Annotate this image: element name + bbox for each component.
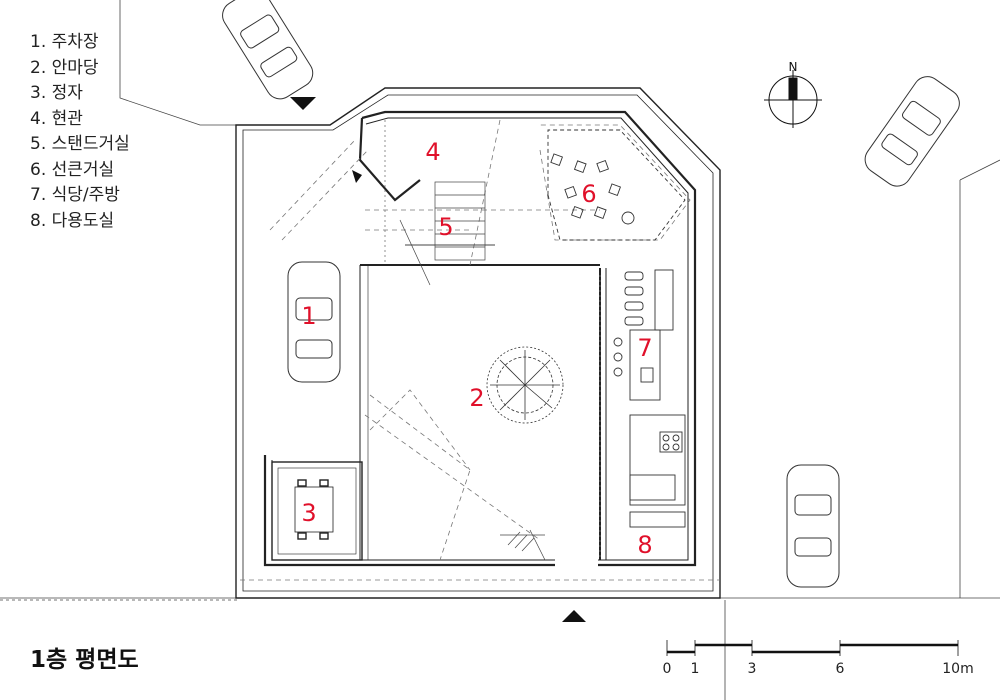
site-boundary-east — [959, 159, 1000, 181]
kitchen-dining — [613, 269, 686, 528]
room-number-1: 1 — [301, 302, 317, 330]
scale-tick-label: 3 — [747, 661, 757, 677]
legend-item: 4. 현관 — [30, 108, 83, 129]
parked-car — [287, 261, 341, 383]
scale-tick-label: 0 — [662, 661, 672, 677]
legend-item: 2. 안마당 — [30, 57, 99, 78]
scale-bar — [667, 643, 958, 654]
room-number-2: 2 — [469, 384, 485, 412]
car-bottom-right — [786, 464, 840, 588]
car-top-right — [864, 76, 960, 187]
room-number-6: 6 — [581, 180, 597, 208]
outer-wall — [235, 87, 721, 599]
north-compass — [764, 70, 822, 128]
room-number-5: 5 — [438, 213, 454, 241]
entrance-arrow-bottom — [562, 610, 586, 622]
legend-item: 6. 선큰거실 — [30, 159, 115, 180]
scale-tick-label: 10m — [942, 661, 974, 677]
entrance-arrow-top — [290, 97, 316, 110]
room-number-7: 7 — [637, 334, 653, 362]
scale-tick-label: 1 — [690, 661, 700, 677]
car-top-left — [222, 0, 314, 100]
legend-item: 5. 스탠드거실 — [30, 134, 130, 154]
legend-item: 8. 다용도실 — [30, 210, 115, 231]
drawing-title: 1층 평면도 — [30, 647, 139, 673]
room-number-8: 8 — [637, 531, 653, 559]
legend-item: 1. 주차장 — [30, 32, 99, 52]
stand-living-stairs — [399, 181, 546, 561]
scale-tick-label: 6 — [835, 661, 845, 677]
entry-arrow-small — [352, 170, 362, 183]
room-number-4: 4 — [425, 138, 441, 166]
courtyard-tree — [486, 346, 564, 424]
legend-item: 3. 정자 — [30, 83, 83, 103]
sunken-living — [547, 129, 686, 241]
pavilion-structure — [271, 461, 363, 561]
legend-item: 7. 식당/주방 — [30, 185, 120, 205]
room-number-3: 3 — [301, 499, 317, 527]
north-label: N — [788, 60, 798, 74]
room-legend: 1. 주차장 2. 안마당 3. 정자 4. 현관 5. 스탠드거실 6. 선큰… — [30, 30, 130, 234]
